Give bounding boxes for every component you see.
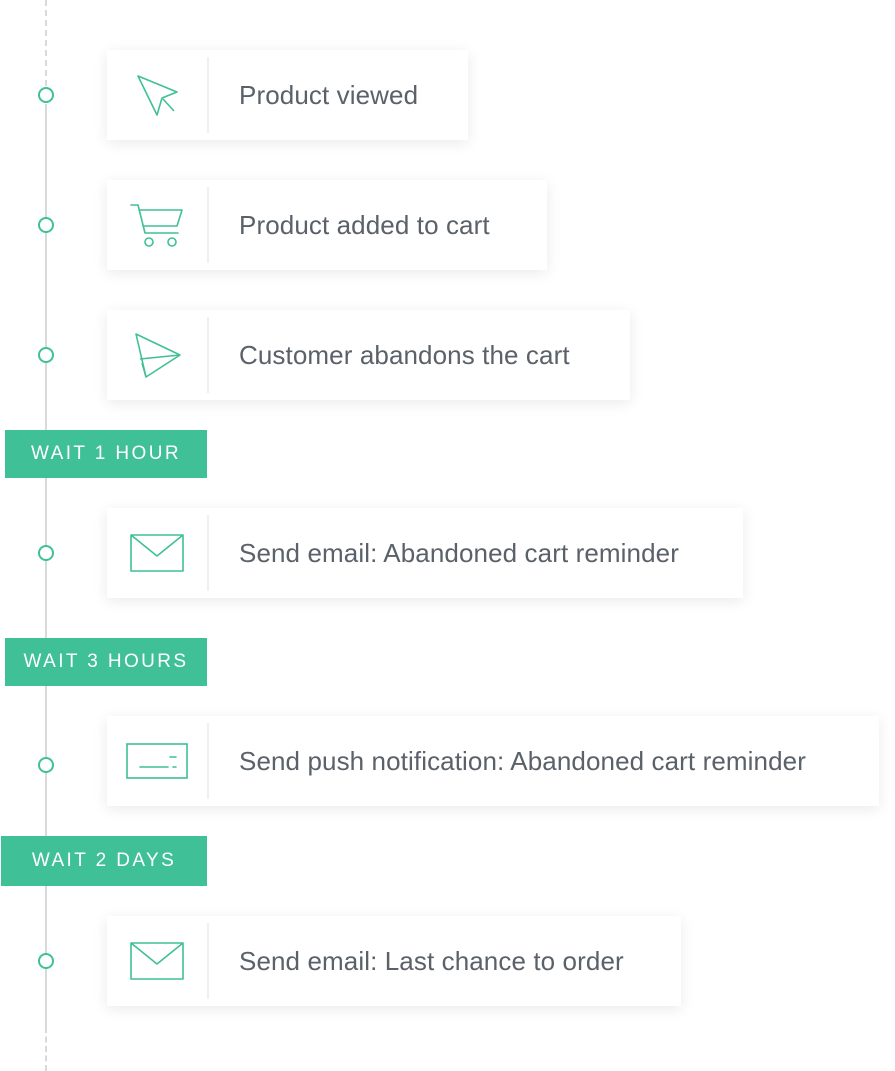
envelope-icon <box>107 923 209 999</box>
step-label: Product viewed <box>239 79 419 110</box>
timeline-dot <box>38 217 54 233</box>
wait-badge-2-days: WAIT 2 DAYS <box>1 836 207 886</box>
step-label: Send email: Last chance to order <box>239 945 624 976</box>
step-label: Send push notification: Abandoned cart r… <box>239 745 806 776</box>
step-label: Customer abandons the cart <box>239 339 570 370</box>
timeline-dot <box>38 87 54 103</box>
paper-plane-icon <box>107 317 209 393</box>
wait-badge-3-hours: WAIT 3 HOURS <box>5 638 207 686</box>
timeline-dot <box>38 757 54 773</box>
cursor-icon <box>107 57 209 133</box>
timeline-line-bottom <box>45 970 47 1071</box>
envelope-icon <box>107 515 209 591</box>
step-label: Send email: Abandoned cart reminder <box>239 537 679 568</box>
step-label: Product added to cart <box>239 209 490 240</box>
step-card-send-email-reminder: Send email: Abandoned cart reminder <box>107 508 743 598</box>
step-card-send-email-last-chance: Send email: Last chance to order <box>107 916 681 1006</box>
timeline-line-top <box>45 0 47 86</box>
timeline-dot <box>38 545 54 561</box>
timeline-dot <box>38 953 54 969</box>
timeline-line <box>45 104 47 1029</box>
step-card-product-added-to-cart: Product added to cart <box>107 180 547 270</box>
step-card-customer-abandons-cart: Customer abandons the cart <box>107 310 630 400</box>
wait-badge-1-hour: WAIT 1 HOUR <box>5 430 207 478</box>
step-card-send-push-notification: Send push notification: Abandoned cart r… <box>107 716 879 806</box>
cart-icon <box>107 187 209 263</box>
push-notification-icon <box>107 723 209 799</box>
step-card-product-viewed: Product viewed <box>107 50 468 140</box>
timeline-dot <box>38 347 54 363</box>
